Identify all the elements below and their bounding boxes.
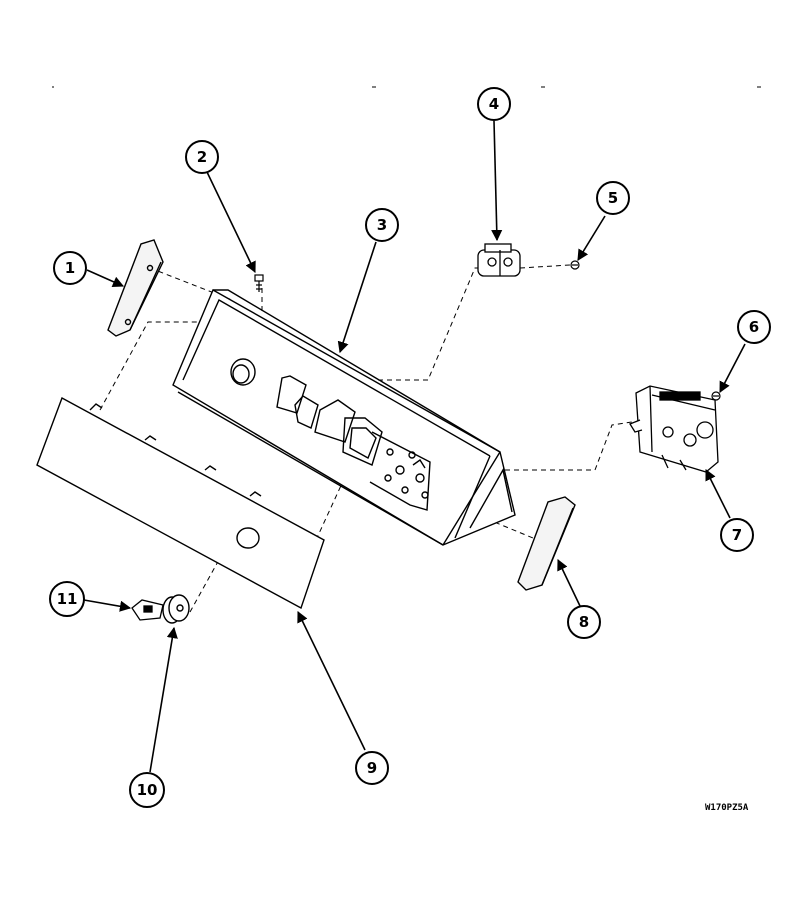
callout-5-label: 5 <box>608 189 618 207</box>
callout-5: 5 <box>596 181 630 215</box>
callout-8-label: 8 <box>579 613 589 631</box>
callout-3-label: 3 <box>377 216 387 234</box>
callout-7: 7 <box>720 518 754 552</box>
control-console-part <box>172 289 516 546</box>
callout-9-label: 9 <box>367 759 377 777</box>
callout-11-label: 11 <box>57 590 78 608</box>
callout-6: 6 <box>737 310 771 344</box>
callout-11: 11 <box>49 581 85 617</box>
callout-10: 10 <box>129 772 165 808</box>
callout-8: 8 <box>567 605 601 639</box>
drawing-code: W170PZ5A <box>705 803 749 813</box>
screw-part-5 <box>570 260 580 270</box>
callout-6-label: 6 <box>749 318 759 336</box>
right-end-cap-part <box>517 496 576 591</box>
callout-9: 9 <box>355 751 389 785</box>
timer-part-7 <box>629 385 719 473</box>
screw-part-6 <box>711 391 721 401</box>
callout-2-label: 2 <box>197 148 207 166</box>
callout-10-label: 10 <box>137 781 158 799</box>
knob-part-10 <box>162 594 190 624</box>
callout-1-label: 1 <box>65 259 75 277</box>
front-panel-part <box>36 397 325 610</box>
callout-4: 4 <box>477 87 511 121</box>
callout-1: 1 <box>53 251 87 285</box>
screw-part-2 <box>254 274 264 292</box>
callout-2: 2 <box>185 140 219 174</box>
callout-3: 3 <box>365 208 399 242</box>
callout-4-label: 4 <box>489 95 499 113</box>
callout-7-label: 7 <box>732 526 742 544</box>
leader-arrows <box>83 120 746 773</box>
clip-part-11 <box>131 599 164 621</box>
left-end-cap-part <box>107 239 164 337</box>
switch-part-4 <box>477 243 521 277</box>
